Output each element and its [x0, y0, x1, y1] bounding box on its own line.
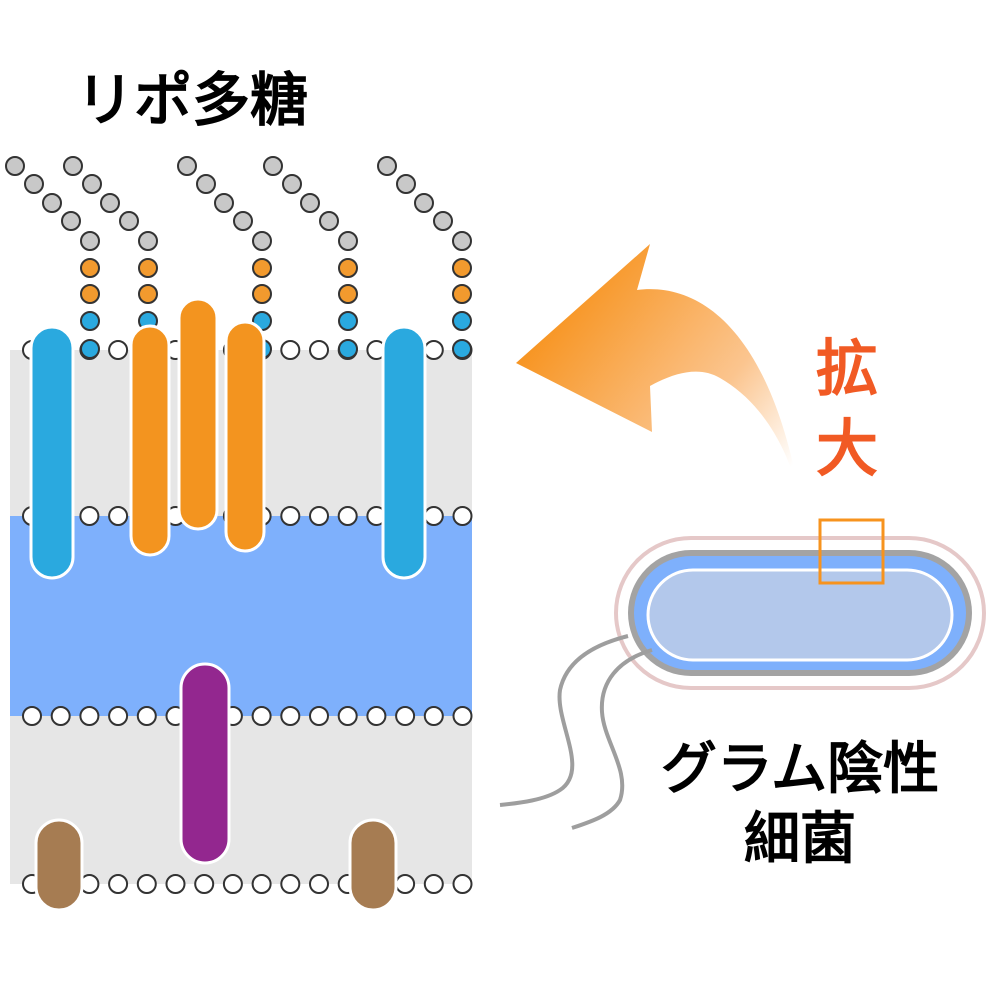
- lipid-head: [165, 874, 186, 894]
- lps-sugar-bead: [452, 311, 472, 331]
- lipid-head: [309, 340, 329, 360]
- lps-sugar-bead: [138, 258, 158, 278]
- lps-sugar-bead: [214, 193, 234, 213]
- lipid-head: [395, 874, 416, 894]
- lipid-head: [309, 506, 329, 526]
- lipoprotein-brown-right: [348, 818, 398, 912]
- lps-sugar-bead: [263, 156, 283, 176]
- lipid-head: [251, 874, 272, 894]
- lps-sugar-bead: [338, 339, 358, 359]
- lps-sugar-bead: [452, 284, 472, 304]
- lps-sugar-bead: [233, 211, 253, 231]
- flagellum-line-2: [571, 648, 653, 830]
- lipid-head: [395, 706, 416, 726]
- bacterium-cytoplasm: [646, 568, 954, 662]
- lipid-head: [136, 874, 157, 894]
- orange-protein-3: [224, 320, 266, 553]
- membrane-proteins: [29, 297, 427, 912]
- lipid-head: [50, 706, 71, 726]
- lipid-head: [251, 706, 272, 726]
- lipid-head: [79, 706, 100, 726]
- lps-sugar-bead: [80, 339, 100, 359]
- lps-sugar-bead: [138, 284, 158, 304]
- lipid-head: [423, 874, 444, 894]
- lps-sugar-bead: [252, 231, 272, 251]
- lps-sugar-bead: [80, 231, 100, 251]
- lipid-head: [280, 874, 301, 894]
- lipid-head: [280, 506, 301, 526]
- lipid-head: [423, 706, 444, 726]
- lps-sugar-bead: [5, 156, 25, 176]
- lipid-head: [222, 874, 243, 894]
- lps-sugar-bead: [80, 258, 100, 278]
- bacterium-outer-membrane: [614, 536, 986, 690]
- lps-sugar-bead: [196, 174, 216, 194]
- lipid-head: [366, 706, 387, 726]
- lps-sugar-bead: [319, 211, 339, 231]
- lipid-head: [337, 706, 358, 726]
- zoom-region-box: [818, 518, 885, 585]
- lps-sugar-bead: [138, 231, 158, 251]
- lipid-head: [452, 706, 473, 726]
- flagellum-line-1: [499, 634, 629, 807]
- lps-sugar-bead: [338, 311, 358, 331]
- lps-sugar-bead: [452, 339, 472, 359]
- lps-sugar-bead: [338, 284, 358, 304]
- lps-sugar-bead: [61, 211, 81, 231]
- magnify-label-line1: 拡: [816, 332, 878, 405]
- lipoprotein-brown-left: [34, 818, 84, 912]
- lps-sugar-bead: [452, 258, 472, 278]
- lps-sugar-bead: [338, 258, 358, 278]
- curved-arrow-icon: [516, 244, 800, 498]
- lps-sugar-bead: [119, 211, 139, 231]
- porin-blue-left: [29, 325, 75, 580]
- lps-sugar-bead: [433, 211, 453, 231]
- lipid-head: [309, 706, 329, 726]
- lipid-head: [136, 706, 157, 726]
- lipid-head: [108, 874, 129, 894]
- inner-membrane-protein-purple: [179, 662, 231, 865]
- lps-sugar-bead: [282, 174, 302, 194]
- lps-sugar-bead: [42, 193, 62, 213]
- lps-sugar-bead: [100, 193, 120, 213]
- bacterium-label-line1: グラム陰性: [661, 737, 939, 802]
- lps-sugar-bead: [80, 284, 100, 304]
- rod-bacterium-icon: [614, 536, 986, 690]
- lipid-head: [423, 340, 444, 360]
- lipid-head: [280, 340, 301, 360]
- lipid-head: [452, 874, 473, 894]
- lipid-head: [309, 874, 329, 894]
- bacterium-label-line2: 細菌: [744, 807, 856, 872]
- porin-blue-right: [381, 325, 427, 580]
- lipid-head: [452, 506, 473, 526]
- lipid-head: [108, 506, 129, 526]
- lipid-head: [79, 506, 100, 526]
- orange-protein-1: [129, 324, 171, 557]
- lps-sugar-bead: [300, 193, 320, 213]
- lps-sugar-bead: [63, 156, 83, 176]
- lps-sugar-bead: [414, 193, 434, 213]
- lps-sugar-bead: [252, 284, 272, 304]
- lps-sugar-bead: [452, 231, 472, 251]
- lps-sugar-bead: [252, 258, 272, 278]
- lipid-head: [22, 706, 42, 726]
- lps-sugar-bead: [82, 174, 102, 194]
- lipid-head: [194, 874, 215, 894]
- lipid-head: [337, 506, 358, 526]
- lps-sugar-bead: [80, 311, 100, 331]
- lipid-head: [280, 706, 301, 726]
- lipid-head: [108, 706, 129, 726]
- orange-protein-2: [177, 297, 219, 531]
- lps-sugar-bead: [24, 174, 44, 194]
- lipopolysaccharide-title: リポ多糖: [76, 66, 308, 134]
- lipid-head: [423, 506, 444, 526]
- lps-sugar-bead: [177, 156, 197, 176]
- lipid-head: [108, 340, 129, 360]
- lps-sugar-bead: [377, 156, 397, 176]
- lps-sugar-bead: [338, 231, 358, 251]
- magnify-label-line2: 大: [816, 412, 878, 485]
- lps-sugar-bead: [396, 174, 416, 194]
